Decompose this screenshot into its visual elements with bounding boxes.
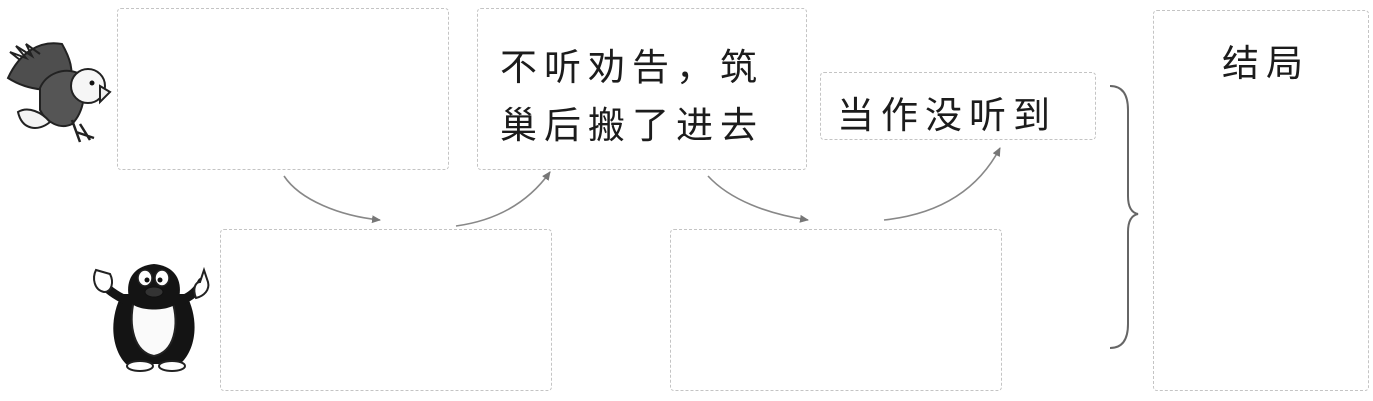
arrow-4 xyxy=(883,147,1001,221)
result-box: 结局 xyxy=(1153,10,1369,391)
arrow-1 xyxy=(283,175,381,224)
eagle-box-2-line-2: 巢后搬了进去 xyxy=(500,104,764,147)
arrow-3 xyxy=(707,175,809,223)
result-label: 结局 xyxy=(1222,42,1310,85)
arrow-2 xyxy=(455,171,551,227)
eagle-icon xyxy=(6,42,112,143)
mole-icon xyxy=(93,264,210,372)
curly-brace xyxy=(1109,85,1139,349)
mole-box-1 xyxy=(220,229,552,391)
mole-box-2 xyxy=(670,229,1002,391)
eagle-box-3-line-1: 当作没听到 xyxy=(837,94,1057,137)
eagle-box-2: 不听劝告，筑 巢后搬了进去 xyxy=(477,8,807,170)
eagle-box-3: 当作没听到 xyxy=(820,72,1096,140)
eagle-box-2-line-1: 不听劝告，筑 xyxy=(500,46,764,89)
eagle-box-1 xyxy=(117,8,449,170)
